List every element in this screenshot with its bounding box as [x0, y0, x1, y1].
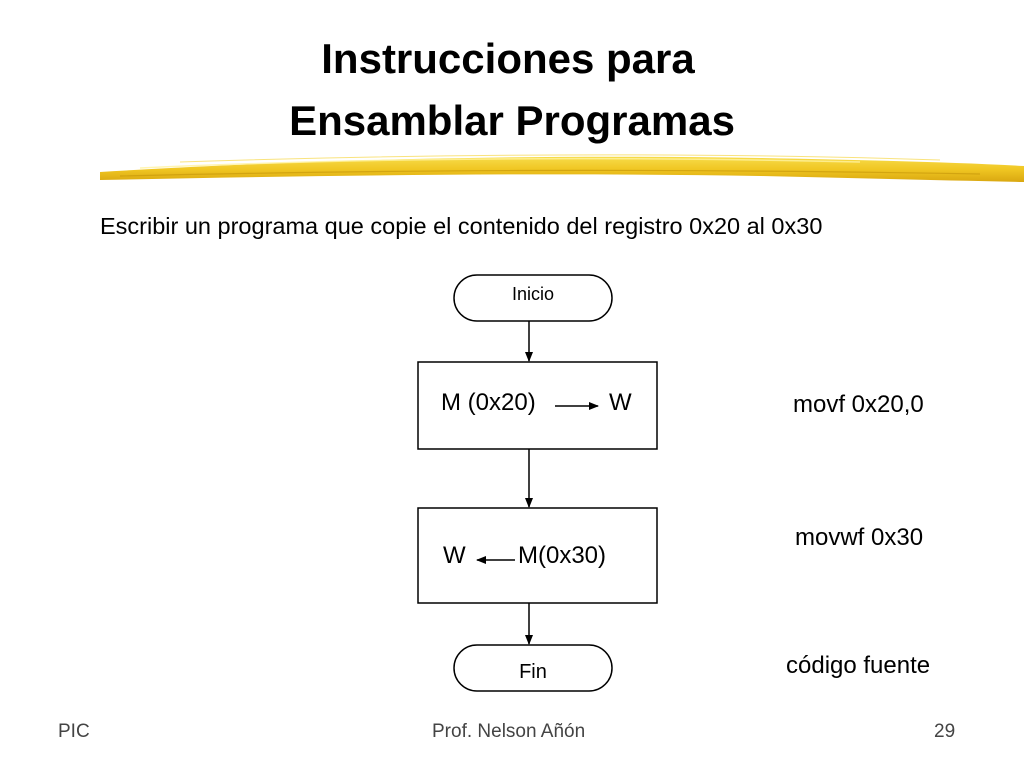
start-terminator: Inicio — [453, 274, 613, 322]
code-line-movf: movf 0x20,0 — [793, 391, 924, 418]
end-terminator: Fin — [453, 644, 613, 692]
title-brush-underline — [100, 154, 1024, 182]
slide-title-line1: Instrucciones para — [321, 35, 695, 82]
footer-page-number: 29 — [934, 721, 956, 742]
process-box-step1: M (0x20) W — [417, 361, 658, 450]
step2-destination-label: W — [443, 542, 466, 569]
end-label: Fin — [519, 661, 547, 683]
footer-left-label: PIC — [58, 721, 90, 742]
step1-source-label: M (0x20) — [441, 389, 536, 416]
source-code-caption: código fuente — [786, 652, 931, 679]
footer-author: Prof. Nelson Añón — [432, 721, 586, 742]
slide-title-line2: Ensamblar Programas — [289, 97, 735, 144]
step2-source-label: M(0x30) — [518, 542, 606, 569]
start-label: Inicio — [512, 284, 554, 304]
task-description: Escribir un programa que copie el conten… — [100, 213, 823, 239]
code-line-movwf: movwf 0x30 — [795, 524, 924, 551]
step1-destination-label: W — [609, 389, 632, 416]
process-box-step2: W M(0x30) — [417, 507, 658, 604]
